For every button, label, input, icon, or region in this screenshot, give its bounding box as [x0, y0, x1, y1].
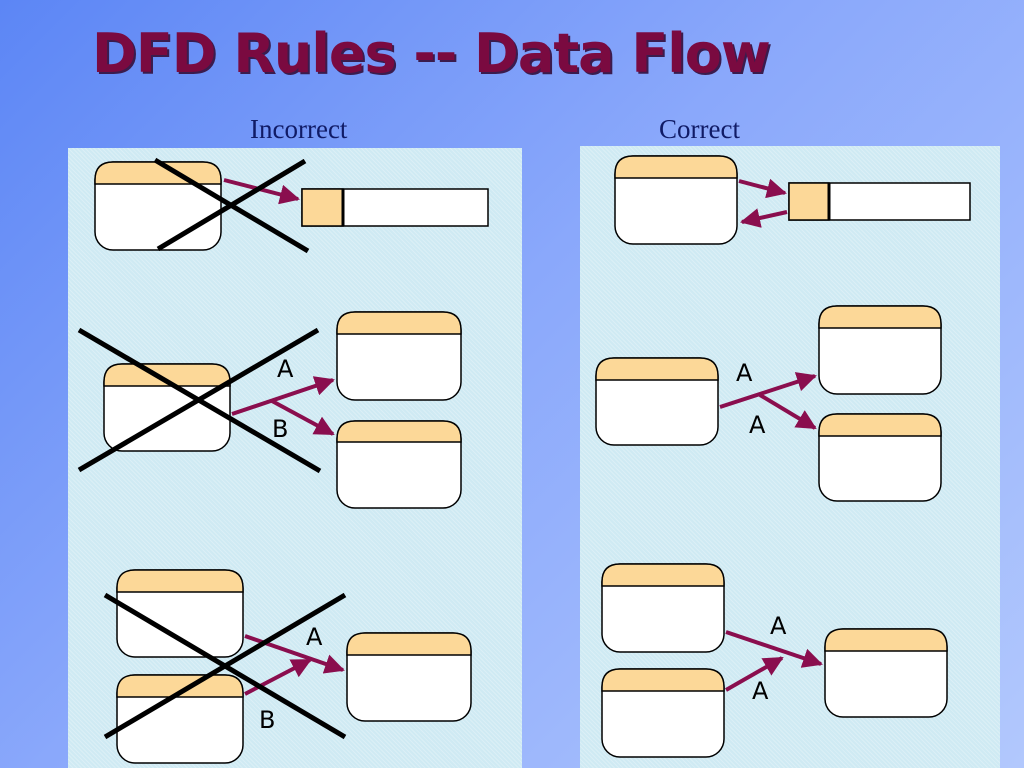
external-entity — [336, 311, 462, 401]
flow-label-a: A — [736, 359, 753, 387]
external-entity — [595, 357, 719, 446]
flow-label-a: A — [770, 612, 787, 640]
flow-arrow — [244, 658, 312, 696]
flow-label-a: A — [277, 355, 294, 383]
cross-mark — [153, 157, 310, 254]
correct-label: Correct — [659, 114, 740, 144]
external-entity — [103, 363, 231, 452]
flow-arrow — [740, 208, 788, 228]
flow-arrow — [758, 393, 817, 430]
external-entity — [818, 305, 942, 395]
external-entity — [336, 420, 462, 509]
correct-row-3: A A — [601, 563, 948, 758]
flow-arrow — [244, 634, 345, 674]
external-entity — [94, 161, 222, 251]
correct-row-1 — [614, 155, 971, 245]
flow-arrow — [725, 656, 784, 692]
external-entity — [601, 668, 725, 758]
flow-arrow — [231, 376, 335, 416]
external-entity — [818, 413, 942, 502]
incorrect-label: Incorrect — [250, 114, 348, 144]
page-title: DFD Rules -- Data Flow — [92, 22, 771, 85]
data-store — [788, 182, 971, 221]
flow-arrow — [738, 178, 787, 199]
incorrect-row-3: A B — [103, 569, 472, 764]
external-entity — [116, 569, 244, 658]
cross-mark — [103, 592, 347, 740]
external-entity — [824, 628, 948, 718]
flow-label-a: A — [752, 677, 769, 705]
incorrect-row-2: A B — [77, 311, 462, 509]
external-entity — [346, 632, 472, 722]
flow-label-a: A — [306, 623, 323, 651]
cross-mark — [77, 327, 322, 474]
flow-arrow — [725, 630, 823, 668]
data-store — [301, 188, 489, 227]
flow-arrow — [271, 399, 335, 436]
external-entity — [614, 155, 738, 245]
flow-label-b: B — [272, 415, 288, 443]
flow-label-b: B — [259, 706, 275, 734]
flow-label-a: A — [749, 411, 766, 439]
external-entity — [116, 674, 244, 764]
correct-row-2: A A — [595, 305, 942, 502]
external-entity — [601, 563, 725, 653]
flow-arrow — [719, 372, 817, 409]
incorrect-row-1 — [94, 157, 489, 254]
